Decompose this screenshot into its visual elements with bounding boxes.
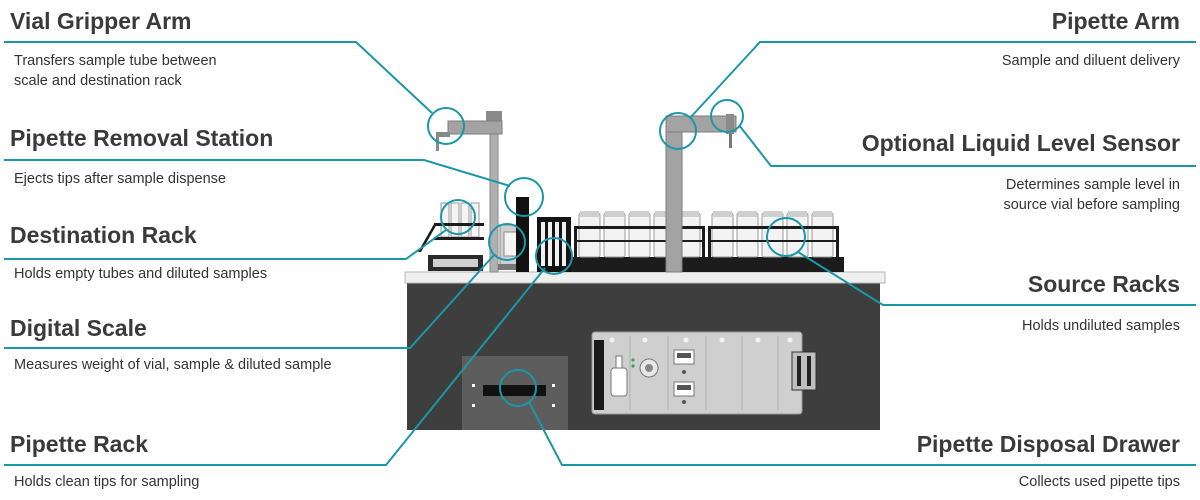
callout-pipette-rack [535, 237, 573, 275]
leader-pipette-rack [4, 267, 546, 466]
vial-gripper-art [436, 111, 503, 273]
leader-pipette-removal-station [4, 159, 511, 187]
label-digital-scale: Digital Scale [10, 315, 147, 341]
desc-digital-scale: Measures weight of vial, sample & dilute… [14, 357, 332, 373]
desc-vial-gripper-arm-2: scale and destination rack [14, 73, 182, 89]
label-liquid-level-sensor: Optional Liquid Level Sensor [861, 130, 1180, 156]
pipette-arm-art [665, 114, 737, 273]
leader-pipette-disposal-drawer [528, 401, 1196, 466]
callout-digital-scale [488, 223, 526, 261]
leader-digital-scale [4, 254, 495, 349]
control-module [591, 331, 803, 415]
desc-pipette-arm: Sample and diluent delivery [1001, 53, 1180, 69]
label-pipette-rack: Pipette Rack [10, 431, 149, 457]
source-rack-bars [574, 226, 839, 257]
desc-pipette-disposal-drawer: Collects used pipette tips [1018, 474, 1180, 490]
callout-pipette-removal-station [504, 177, 544, 217]
leader-source-racks [797, 251, 1196, 306]
side-handle [791, 351, 817, 391]
leader-vial-gripper-arm [4, 41, 433, 114]
label-source-racks: Source Racks [1027, 271, 1180, 297]
instrument-illustration [404, 111, 886, 430]
leader-destination-rack [4, 229, 447, 260]
desc-liquid-level-sensor-2: source vial before sampling [1003, 197, 1180, 213]
callout-pipette-arm [659, 112, 697, 150]
pipette-rack-art [537, 217, 571, 272]
label-pipette-removal-station: Pipette Removal Station [10, 125, 274, 151]
label-pipette-disposal-drawer: Pipette Disposal Drawer [916, 431, 1180, 457]
callout-destination-rack [440, 199, 476, 235]
callout-liquid-level-sensor [710, 99, 744, 133]
callout-source-racks [766, 217, 806, 257]
source-rack-base [566, 257, 844, 272]
source-vial-caps [580, 211, 832, 217]
desc-pipette-rack: Holds clean tips for sampling [14, 474, 200, 490]
callout-vial-gripper-arm [427, 107, 465, 145]
desc-destination-rack: Holds empty tubes and diluted samples [14, 266, 268, 282]
desc-vial-gripper-arm-1: Transfers sample tube between [14, 53, 217, 69]
desc-pipette-removal-station: Ejects tips after sample dispense [14, 171, 226, 187]
leader-lines [4, 41, 1196, 466]
leader-liquid-level-sensor [738, 124, 1196, 167]
label-destination-rack: Destination Rack [10, 222, 197, 248]
label-pipette-arm: Pipette Arm [1051, 8, 1180, 34]
callout-pipette-disposal-drawer [499, 369, 537, 407]
desc-liquid-level-sensor-1: Determines sample level in [1005, 177, 1180, 193]
disposal-drawer [462, 356, 568, 430]
leader-pipette-arm [689, 41, 1196, 119]
label-vial-gripper-arm: Vial Gripper Arm [10, 8, 192, 34]
desc-source-racks: Holds undiluted samples [1022, 318, 1180, 334]
